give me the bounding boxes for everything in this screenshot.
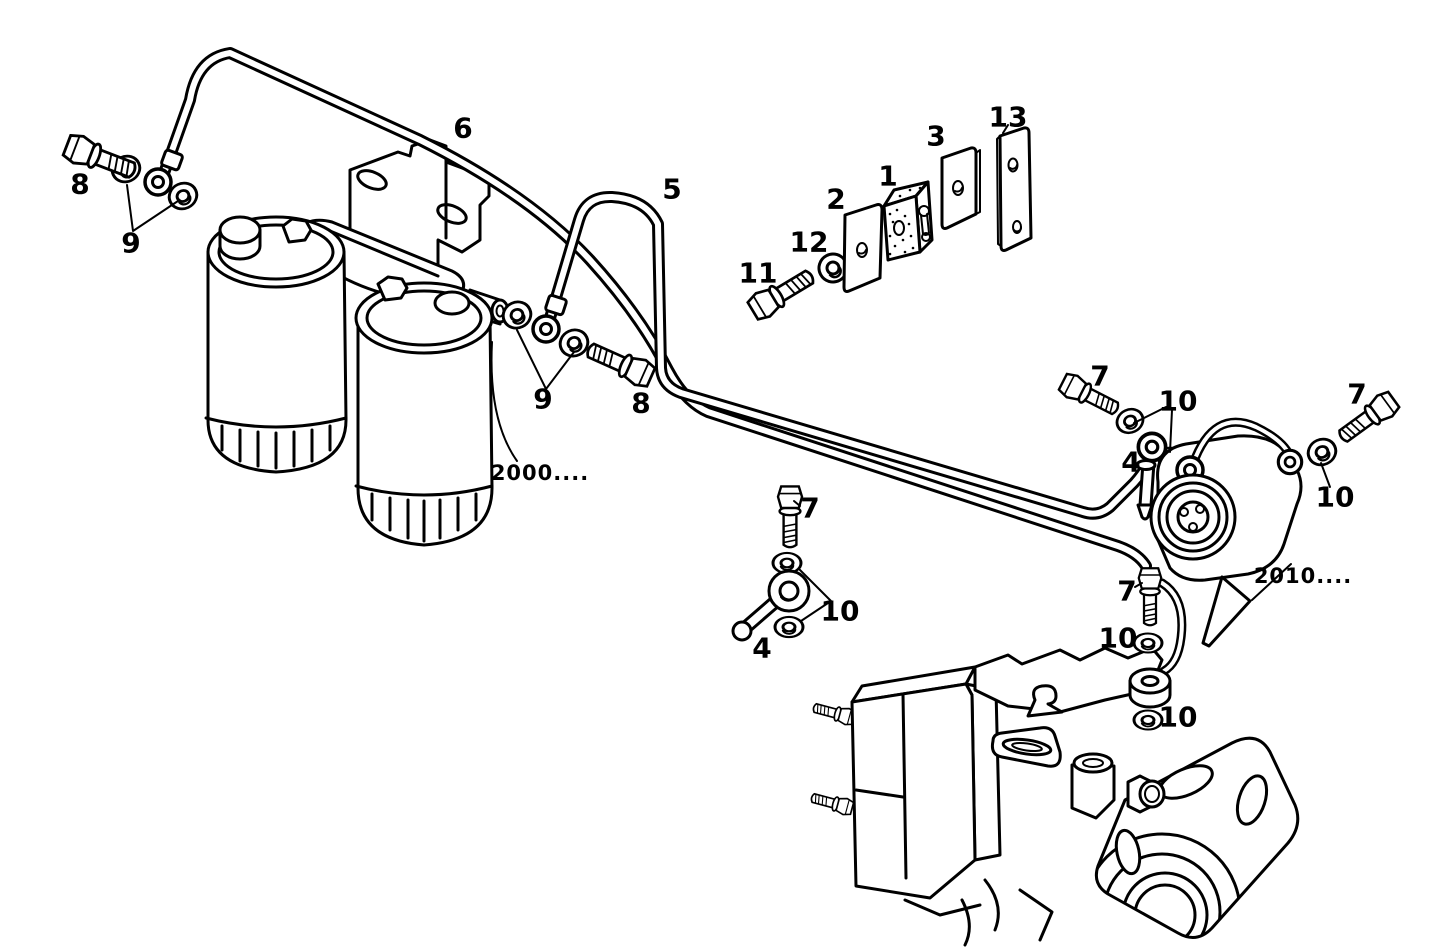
label-7-center-bolt: 7 [800,491,820,525]
label-4-pump-banjo: 4 [1121,445,1141,479]
label-8-filter2-bolt: 8 [631,386,651,420]
clamp-plate-2 [842,203,884,293]
clamp-plate-3 [940,146,981,230]
label-6-return-pipe: 6 [453,111,473,145]
banjo-hardware-pump [1056,369,1403,521]
banjo-bolt-7-pump-right [1332,387,1403,450]
banjo-hardware-filter-1 [60,130,203,215]
banjo-bolt-7-engine [1137,567,1163,627]
label-7-engine-bolt: 7 [1117,574,1137,608]
label-10-engine-washer-upper: 10 [1098,621,1138,655]
label-13-clamp-strip: 13 [988,100,1028,134]
leader-lines [126,124,1331,622]
banjo-bolt-7-center [776,485,804,549]
label-7-pump-right-bolt: 7 [1347,377,1367,411]
label-4-center-banjo: 4 [752,631,772,665]
fuel-injection-pump [1149,417,1304,648]
ref-code-2010: 2010.... [1253,564,1353,588]
label-1-clamp-block: 1 [878,159,898,193]
fuel-pipe-6 [157,47,1152,572]
label-7-pump-bolt: 7 [1090,359,1110,393]
clamp-block-1 [882,180,934,262]
label-8-filter1-bolt: 8 [70,167,90,201]
pipe-clamp-parts [744,126,1033,324]
banjo-union-4-center [767,569,811,613]
engine-return-connection [1128,567,1187,732]
label-2-clamp-plate: 2 [826,182,846,216]
fuel-filter-primary [204,215,348,474]
engine-block [808,646,1300,947]
label-5-feed-pipe: 5 [662,172,682,206]
label-10-pump-washers: 10 [1158,384,1198,418]
label-11-clamp-bolt: 11 [738,256,778,290]
banjo-hardware-center [731,485,811,642]
label-3-clamp-plate: 3 [926,119,946,153]
label-10-pump-right-washer: 10 [1315,480,1355,514]
banjo-bolt-8-mid [581,335,658,391]
clamp-strip-13 [996,126,1033,252]
ref-code-2000: 2000.... [490,461,590,485]
label-12-clamp-washer: 12 [789,225,829,259]
label-10-center-washers: 10 [820,594,860,628]
label-10-engine-washer-lower: 10 [1158,700,1198,734]
label-9-filter1-washers: 9 [121,226,141,260]
banjo-hardware-filter-2 [497,293,658,391]
fuel-pipe-5 [544,190,1154,520]
label-9-filter2-washers: 9 [533,382,553,416]
fuel-filter-secondary [354,275,510,547]
